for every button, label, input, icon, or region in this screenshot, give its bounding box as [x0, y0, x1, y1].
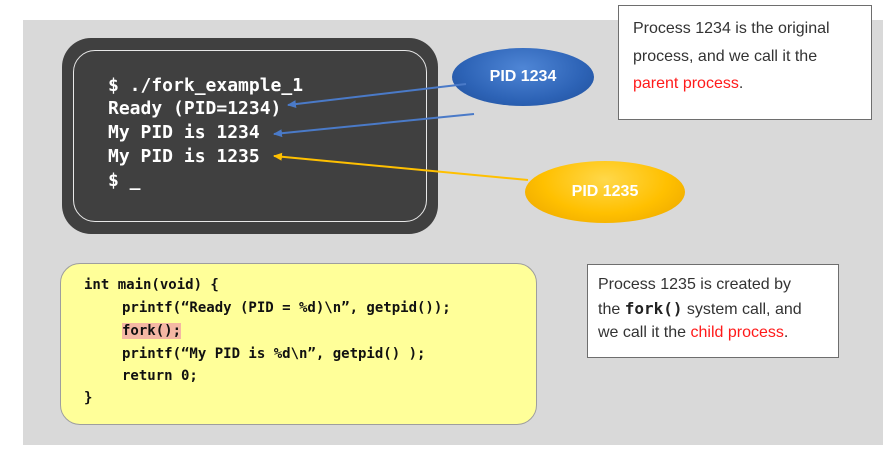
- terminal-screen: [73, 50, 427, 222]
- child-process-term: child process: [690, 324, 784, 341]
- child-process-note: Process 1235 is created by the fork() sy…: [587, 264, 839, 358]
- parent-note-line2: process, and we call it the: [633, 48, 818, 65]
- terminal-line-pid-1234: My PID is 1234: [108, 122, 260, 143]
- child-note-line3: we call it the child process.: [598, 324, 789, 341]
- terminal-line-prompt: $ _: [108, 170, 141, 191]
- parent-pid-bubble: PID 1234: [452, 48, 594, 106]
- code-line-return: return 0;: [122, 368, 198, 384]
- terminal-line-pid-1235: My PID is 1235: [108, 146, 260, 167]
- code-line-printf-pid: printf(“My PID is %d\n”, getpid() );: [122, 346, 426, 362]
- parent-note-line3: parent process.: [633, 73, 743, 95]
- code-line-fork: fork();: [122, 321, 182, 341]
- parent-note-line1: Process 1234 is the original: [633, 20, 830, 37]
- parent-process-term: parent process: [633, 75, 739, 92]
- terminal-line-command: $ ./fork_example_1: [108, 75, 304, 96]
- fork-call-text: fork(): [624, 299, 683, 318]
- code-snippet: [60, 263, 537, 425]
- fork-call-highlight: fork();: [122, 323, 182, 339]
- code-line-close-brace: }: [84, 390, 93, 406]
- child-note-line2: the fork() system call, and: [598, 299, 802, 318]
- parent-pid-label: PID 1234: [489, 68, 557, 85]
- child-pid-bubble: PID 1235: [525, 161, 685, 223]
- child-note-line1: Process 1235 is created by: [598, 276, 791, 293]
- child-pid-label: PID 1235: [571, 183, 639, 200]
- code-line-main: int main(void) {: [84, 277, 219, 293]
- code-line-printf-ready: printf(“Ready (PID = %d)\n”, getpid());: [122, 300, 451, 316]
- terminal-line-ready: Ready (PID=1234): [108, 98, 282, 119]
- parent-process-note: Process 1234 is the original process, an…: [618, 5, 872, 120]
- parent-note-period: .: [738, 75, 744, 92]
